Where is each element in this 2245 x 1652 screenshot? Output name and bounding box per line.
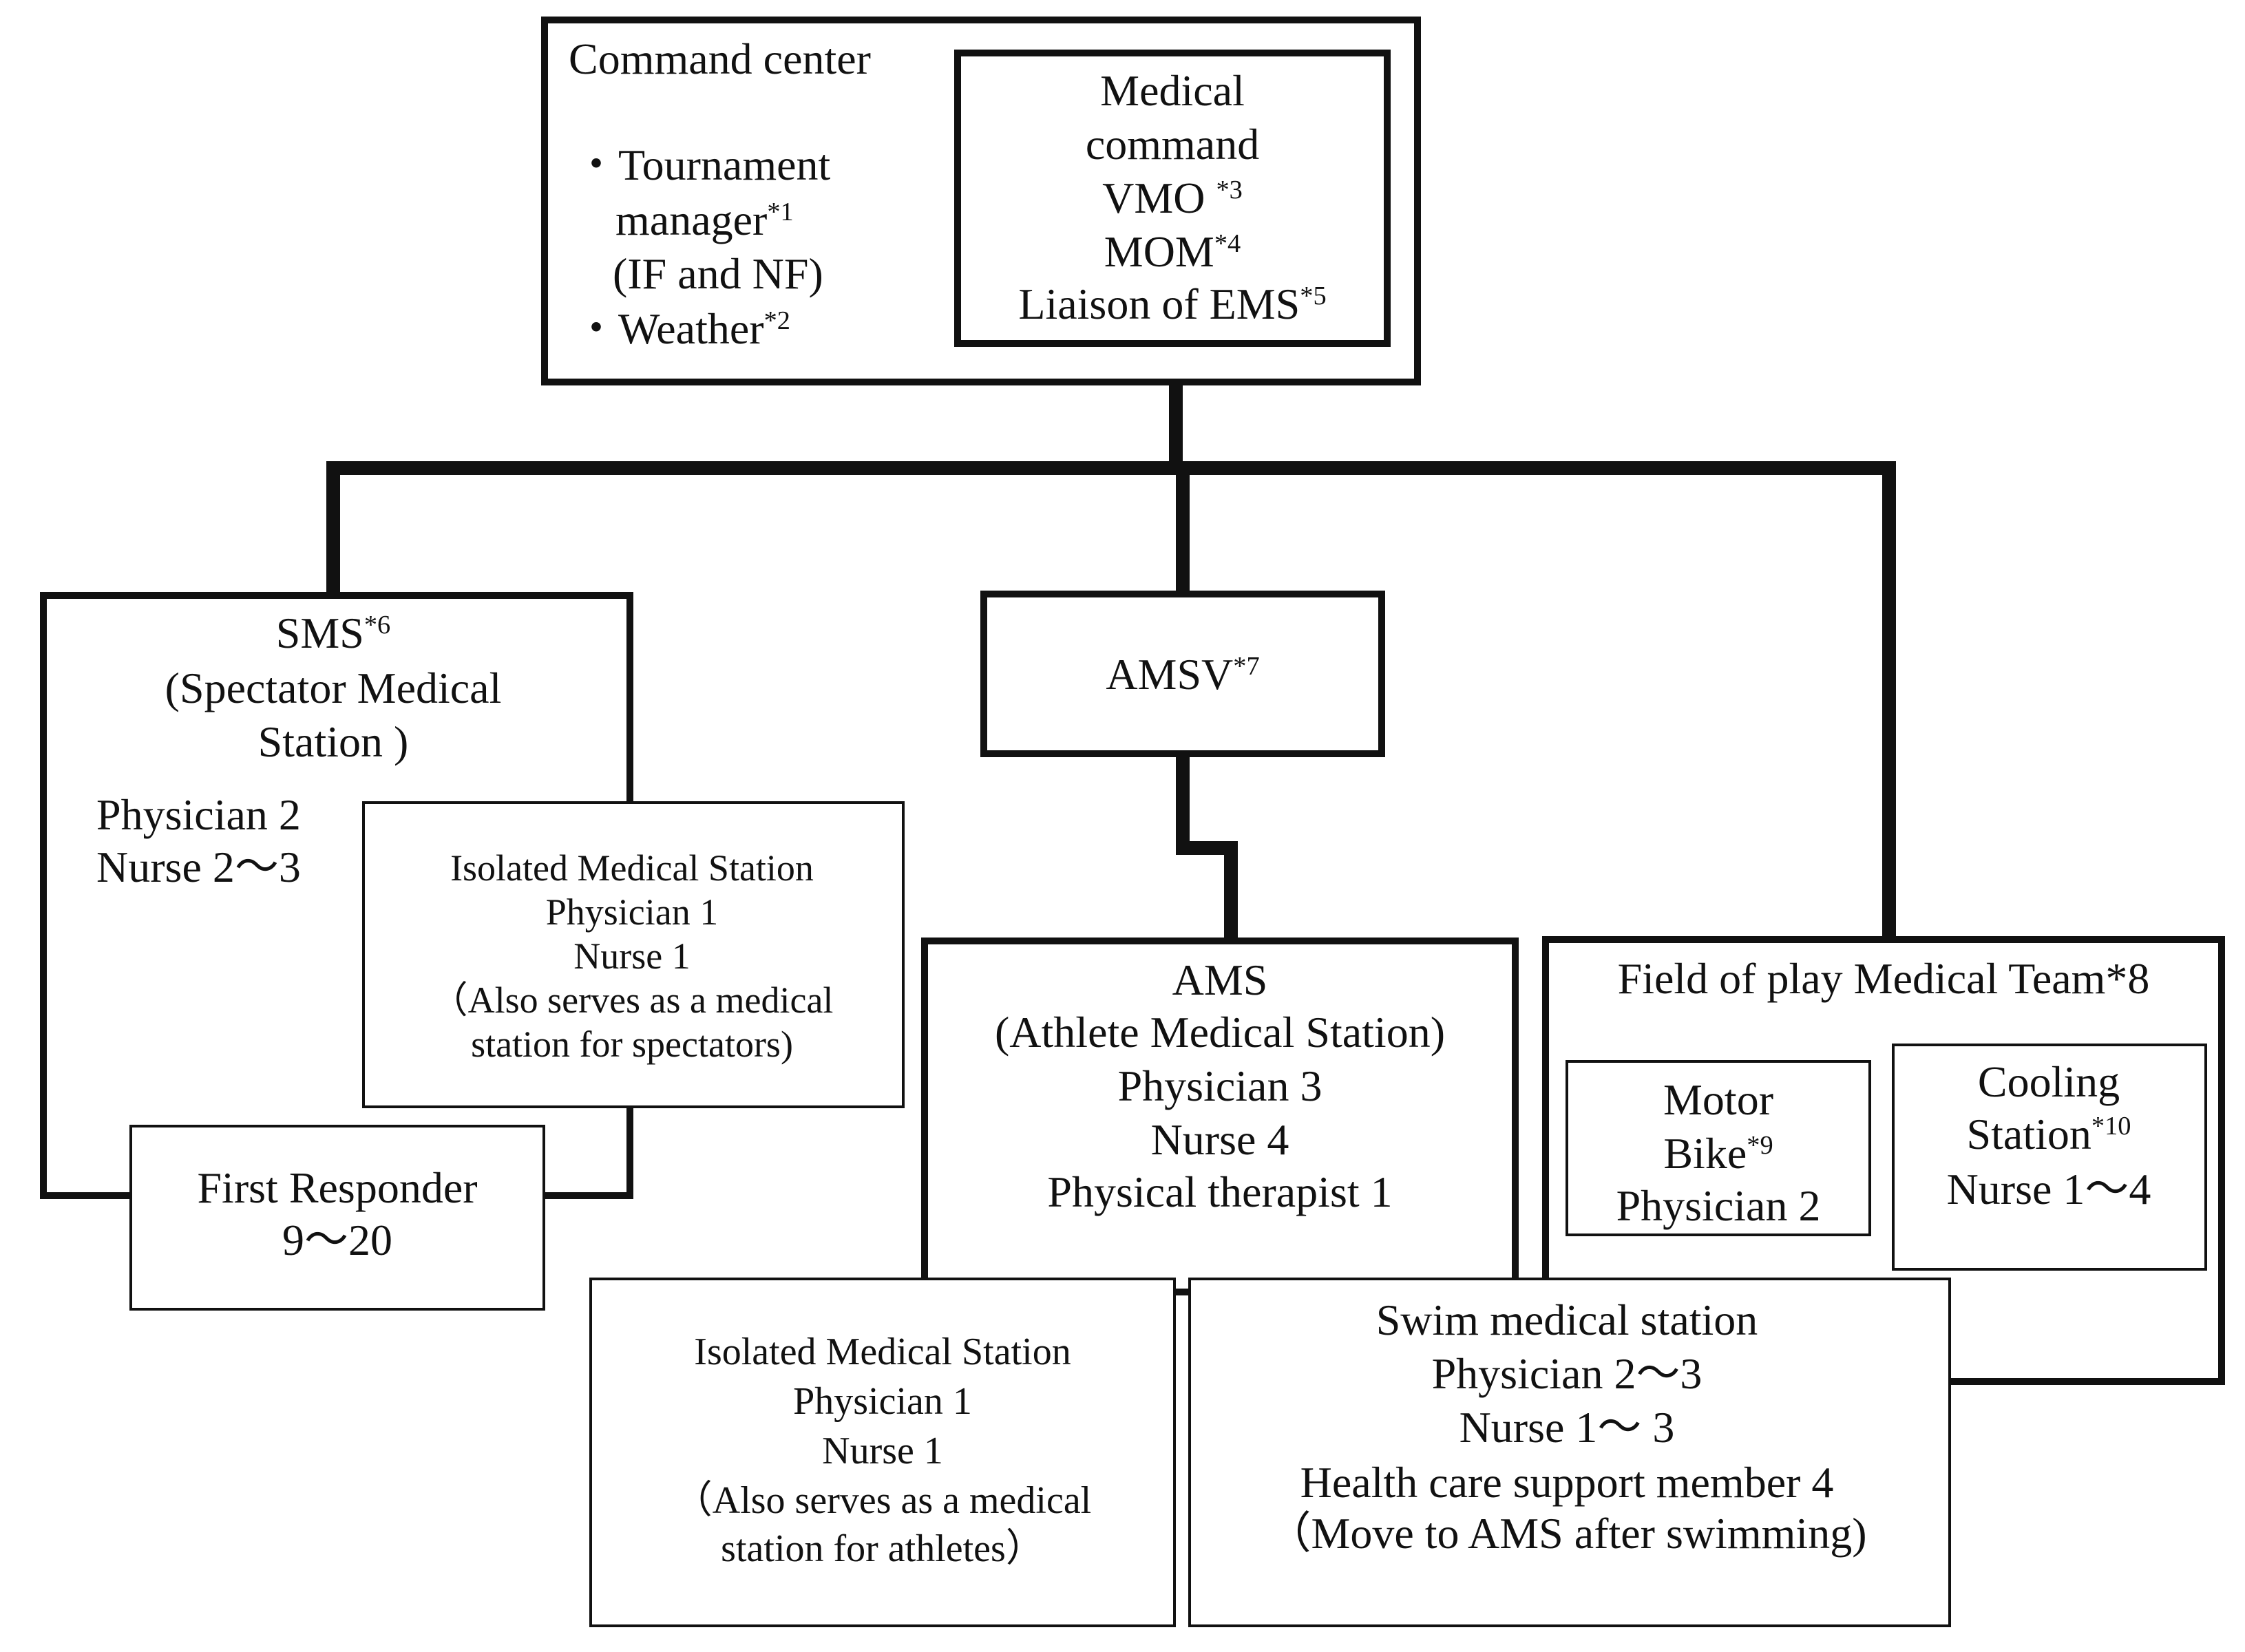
motor-bike-physician: Physician 2 (1616, 1181, 1821, 1230)
sms-subtitle-1: (Spectator Medical (165, 664, 502, 712)
connector-amsv-down (1176, 750, 1190, 855)
ams-subtitle: (Athlete Medical Station) (994, 1008, 1446, 1057)
swim-station-box (1188, 1278, 1951, 1627)
medical-command-line-2: command (1085, 120, 1260, 169)
amsv-label: AMSV*7 (1106, 650, 1260, 699)
medical-command-ems-liaison: Liaison of EMS*5 (1018, 279, 1327, 328)
medical-command-box (954, 50, 1391, 347)
motor-bike-line-2: Bike*9 (1663, 1129, 1773, 1178)
isolated-athletes-line-3: Nurse 1 (822, 1430, 943, 1472)
isolated-athletes-line-5: station for athletes） (721, 1527, 1044, 1570)
isolated-spectators-line-2: Physician 1 (545, 891, 719, 933)
swim-station-nurse: Nurse 1〜 3 (1459, 1403, 1675, 1452)
isolated-spectators-line-4: （Also serves as a medical (430, 979, 834, 1021)
isolated-athletes-line-2: Physician 1 (793, 1380, 972, 1423)
swim-station-physician: Physician 2〜3 (1431, 1349, 1703, 1398)
ams-physical-therapist: Physical therapist 1 (1047, 1167, 1393, 1216)
isolated-spectators-line-5: station for spectators) (471, 1024, 793, 1065)
cooling-station-line-1: Cooling (1977, 1057, 2120, 1106)
isolated-athletes-line-4: （Also serves as a medical (673, 1479, 1092, 1522)
connector-horizontal-bus (326, 461, 1896, 475)
isolated-spectators-line-1: Isolated Medical Station (450, 847, 814, 889)
command-center-item-manager: manager*1 (615, 195, 794, 244)
swim-station-move-note: （Move to AMS after swimming) (1267, 1509, 1867, 1558)
first-responder-box (129, 1125, 545, 1311)
sms-subtitle-2: Station ) (257, 717, 409, 766)
connector-bus-to-sms (326, 461, 340, 599)
motor-bike-line-1: Motor (1663, 1075, 1773, 1124)
amsv-box (980, 591, 1385, 757)
connector-bus-to-amsv (1176, 468, 1190, 597)
medical-command-vmo: VMO *3 (1102, 173, 1243, 222)
isolated-station-athletes-box (589, 1278, 1176, 1627)
medical-command-line-1: Medical (1100, 66, 1245, 115)
swim-station-title: Swim medical station (1376, 1295, 1758, 1344)
sms-title: SMS*6 (275, 608, 391, 657)
first-responder-count: 9〜20 (282, 1216, 392, 1264)
sms-physician: Physician 2 (96, 790, 301, 839)
command-center-item-tournament: ・Tournament (574, 140, 831, 189)
sms-nurse: Nurse 2〜3 (96, 843, 301, 891)
ams-title: AMS (1172, 955, 1268, 1004)
command-center-item-if-nf: (IF and NF) (613, 249, 823, 298)
command-center-title: Command center (569, 34, 871, 83)
swim-station-support: Health care support member 4 (1300, 1458, 1834, 1507)
connector-amsv-jog (1176, 841, 1238, 855)
isolated-spectators-line-3: Nurse 1 (573, 935, 691, 977)
isolated-station-spectators-box (362, 801, 905, 1108)
motor-bike-box (1566, 1060, 1871, 1236)
medical-command-mom: MOM*4 (1104, 227, 1241, 276)
cooling-station-nurse: Nurse 1〜4 (1946, 1165, 2151, 1214)
first-responder-label: First Responder (197, 1163, 478, 1212)
command-center-item-weather: ・Weather*2 (574, 304, 790, 353)
connector-to-ams (1224, 841, 1238, 944)
isolated-athletes-line-1: Isolated Medical Station (694, 1331, 1071, 1373)
ams-nurse: Nurse 4 (1150, 1115, 1289, 1164)
ams-physician: Physician 3 (1117, 1061, 1322, 1110)
cooling-station-box (1892, 1044, 2207, 1271)
cooling-station-line-2: Station*10 (1966, 1110, 2131, 1158)
connector-bus-to-fop (1882, 461, 1896, 943)
fop-team-title: Field of play Medical Team*8 (1617, 954, 2150, 1003)
